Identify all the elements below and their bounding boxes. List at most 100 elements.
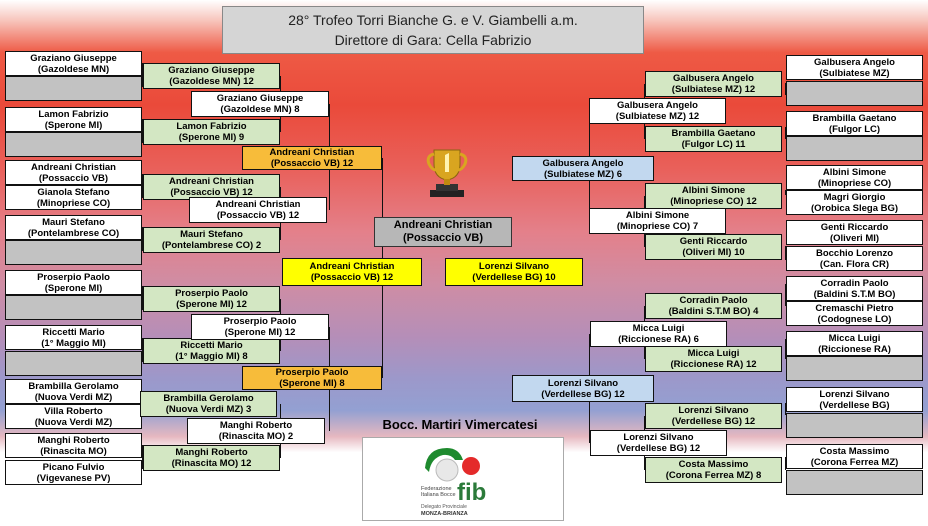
player-name: Andreani Christian xyxy=(375,219,511,232)
left-r2-slot: Riccetti Mario(1° Maggio MI) 8 xyxy=(143,338,280,364)
player-name: Graziano Giuseppe xyxy=(144,65,279,76)
player-club: (Oliveri MI) xyxy=(787,233,922,244)
player-name: Proserpio Paolo xyxy=(243,367,381,378)
right-semifinal-slot: Lorenzi Silvano(Verdellese BG) 12 xyxy=(512,375,654,402)
player-name: Micca Luigi xyxy=(591,323,726,334)
right-r1-slot xyxy=(786,470,923,495)
right-semifinal-slot: Galbusera Angelo(Sulbiatese MZ) 6 xyxy=(512,156,654,181)
trophy-icon xyxy=(424,146,470,198)
player-name: Lamon Fabrizio xyxy=(144,121,279,132)
player-club: (Baldini S.T.M BO) xyxy=(787,289,922,300)
player-club: (Possaccio VB) xyxy=(6,173,141,184)
right-r2-slot: Corradin Paolo(Baldini S.T.M BO) 4 xyxy=(645,293,782,319)
player-name: Andreani Christian xyxy=(6,162,141,173)
race-director: Direttore di Gara: Cella Fabrizio xyxy=(223,30,643,50)
player-name: Galbusera Angelo xyxy=(513,158,653,169)
left-r2-slot: Lamon Fabrizio(Sperone MI) 9 xyxy=(143,119,280,145)
player-name: Graziano Giuseppe xyxy=(192,93,328,104)
left-r1-slot: Gianola Stefano(Minopriese CO) xyxy=(5,185,142,210)
player-name: Lorenzi Silvano xyxy=(787,389,922,400)
player-club: (Riccionese RA) xyxy=(787,344,922,355)
player-club: (Corona Ferrea MZ) 8 xyxy=(646,470,781,481)
player-club: (Can. Flora CR) xyxy=(787,259,922,270)
player-name: Albini Simone xyxy=(787,167,922,178)
player-club: (Possaccio VB) 12 xyxy=(190,210,326,221)
player-name: Manghi Roberto xyxy=(6,435,141,446)
right-r1-slot xyxy=(786,413,923,438)
right-r3-slot: Albini Simone(Minopriese CO) 7 xyxy=(589,208,726,234)
player-name: Magri Giorgio xyxy=(787,192,922,203)
player-club: (Minopriese CO) 7 xyxy=(590,221,725,232)
player-club: (Orobica Slega BG) xyxy=(787,203,922,214)
player-name: Picano Fulvio xyxy=(6,462,141,473)
right-r2-slot: Brambilla Gaetano(Fulgor LC) 11 xyxy=(645,126,782,152)
left-semifinal-slot: Proserpio Paolo(Sperone MI) 8 xyxy=(242,366,382,390)
player-name: Mauri Stefano xyxy=(6,217,141,228)
left-r1-slot: Brambilla Gerolamo(Nuova Verdi MZ) xyxy=(5,379,142,404)
tournament-title: 28° Trofeo Torri Bianche G. e V. Giambel… xyxy=(223,10,643,30)
player-club: (Riccionese RA) 6 xyxy=(591,334,726,345)
player-club: (Sulbiatese MZ) 6 xyxy=(513,169,653,180)
player-club: (Sulbiatese MZ) 12 xyxy=(590,111,725,122)
right-r1-slot: Brambilla Gaetano(Fulgor LC) xyxy=(786,111,923,136)
left-r3-slot: Manghi Roberto(Rinascita MO) 2 xyxy=(187,418,325,444)
player-name: Lorenzi Silvano xyxy=(446,261,582,272)
right-r1-slot: Lorenzi Silvano(Verdellese BG) xyxy=(786,387,923,412)
right-r2-slot: Lorenzi Silvano(Verdellese BG) 12 xyxy=(645,403,782,429)
player-name: Costa Massimo xyxy=(646,459,781,470)
player-name: Micca Luigi xyxy=(646,348,781,359)
left-r1-slot: Mauri Stefano(Pontelambrese CO) xyxy=(5,215,142,240)
left-r3-slot: Andreani Christian(Possaccio VB) 12 xyxy=(189,197,327,223)
player-club: (Rinascita MO) xyxy=(6,446,141,457)
player-club: (Vigevanese PV) xyxy=(6,473,141,484)
player-club: (Verdellese BG) 12 xyxy=(591,443,726,454)
player-club: (1° Maggio MI) 8 xyxy=(144,351,279,362)
left-r1-slot: Manghi Roberto(Rinascita MO) xyxy=(5,433,142,458)
player-club: (Possaccio VB) xyxy=(375,232,511,245)
player-name: Cremaschi Pietro xyxy=(787,303,922,314)
right-r3-slot: Galbusera Angelo(Sulbiatese MZ) 12 xyxy=(589,98,726,124)
player-name: Galbusera Angelo xyxy=(787,57,922,68)
left-r2-slot: Manghi Roberto(Rinascita MO) 12 xyxy=(143,445,280,471)
player-club: (Verdellese BG) xyxy=(787,400,922,411)
player-club: (Nuova Verdi MZ) xyxy=(6,392,141,403)
player-name: Albini Simone xyxy=(590,210,725,221)
champion-slot: Andreani Christian(Possaccio VB) xyxy=(374,217,512,247)
left-r2-slot: Mauri Stefano(Pontelambrese CO) 2 xyxy=(143,227,280,253)
fib-logo: fib Federazione Italiana Bocce Delegato … xyxy=(362,437,564,521)
player-name: Genti Riccardo xyxy=(787,222,922,233)
player-name: Andreani Christian xyxy=(144,176,279,187)
player-name: Proserpio Paolo xyxy=(144,288,279,299)
player-club: (Baldini S.T.M BO) 4 xyxy=(646,306,781,317)
player-club: (Minopriese CO) xyxy=(787,178,922,189)
right-r1-slot: Corradin Paolo(Baldini S.T.M BO) xyxy=(786,276,923,301)
player-name: Micca Luigi xyxy=(787,333,922,344)
player-club: (Possaccio VB) 12 xyxy=(243,158,381,169)
left-r1-slot: Villa Roberto(Nuova Verdi MZ) xyxy=(5,404,142,429)
left-r2-slot: Graziano Giuseppe(Gazoldese MN) 12 xyxy=(143,63,280,89)
right-r2-slot: Albini Simone(Minopriese CO) 12 xyxy=(645,183,782,209)
player-club: (Rinascita MO) 2 xyxy=(188,431,324,442)
player-name: Brambilla Gerolamo xyxy=(6,381,141,392)
player-club: (Verdellese BG) 12 xyxy=(646,416,781,427)
logo-org-3: Delegato Provinciale xyxy=(421,504,467,510)
player-club: (Codognese LO) xyxy=(787,314,922,325)
left-r1-slot xyxy=(5,295,142,320)
player-club: (Sperone MI) xyxy=(6,283,141,294)
right-r1-slot: Albini Simone(Minopriese CO) xyxy=(786,165,923,190)
player-club: (Verdellese BG) 12 xyxy=(513,389,653,400)
left-r1-slot: Picano Fulvio(Vigevanese PV) xyxy=(5,460,142,485)
player-club: (Fulgor LC) 11 xyxy=(646,139,781,150)
player-name: Proserpio Paolo xyxy=(192,316,328,327)
right-r2-slot: Genti Riccardo(Oliveri MI) 10 xyxy=(645,234,782,260)
right-r2-slot: Galbusera Angelo(Sulbiatese MZ) 12 xyxy=(645,71,782,97)
player-club: (Rinascita MO) 12 xyxy=(144,458,279,469)
player-name: Brambilla Gaetano xyxy=(787,113,922,124)
player-name: Mauri Stefano xyxy=(144,229,279,240)
player-name: Corradin Paolo xyxy=(646,295,781,306)
player-name: Riccetti Mario xyxy=(6,327,141,338)
player-name: Proserpio Paolo xyxy=(6,272,141,283)
player-club: (Sulbiatese MZ) 12 xyxy=(646,84,781,95)
right-r1-slot: Costa Massimo(Corona Ferrea MZ) xyxy=(786,444,923,469)
